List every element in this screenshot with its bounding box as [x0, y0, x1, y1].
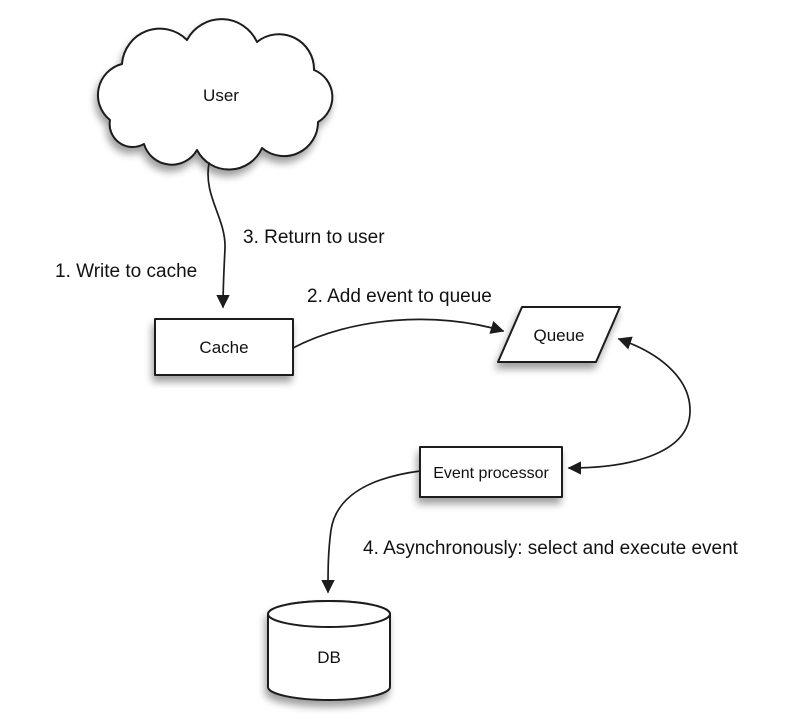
user-node-label: User: [203, 86, 239, 105]
queue-node-label: Queue: [533, 326, 584, 345]
user-cloud-node: [97, 18, 334, 171]
cloud-shape: [97, 18, 334, 171]
edge-cache-to-queue: [292, 318, 505, 349]
edge-queue-event-processor: [567, 336, 691, 475]
db-node-label: DB: [317, 648, 341, 667]
edge-label-return-to-user: 3. Return to user: [243, 227, 385, 248]
edge-label-write-to-cache: 1. Write to cache: [55, 261, 197, 282]
edge-label-add-event-to-queue: 2. Add event to queue: [307, 286, 492, 307]
edge-user-to-cache: [207, 162, 230, 309]
edge-event-processor-to-db: [321, 470, 421, 594]
event-processor-rect: [419, 446, 563, 498]
event-processor-node: [419, 446, 563, 498]
cache-rect: [154, 318, 294, 376]
db-cylinder-top: [267, 600, 391, 628]
event-processor-node-label: Event processor: [433, 465, 549, 482]
edge-label-async-execute: 4. Asynchronously: select and execute ev…: [363, 538, 739, 559]
cache-node-label: Cache: [199, 338, 248, 357]
cache-node: [154, 318, 294, 376]
